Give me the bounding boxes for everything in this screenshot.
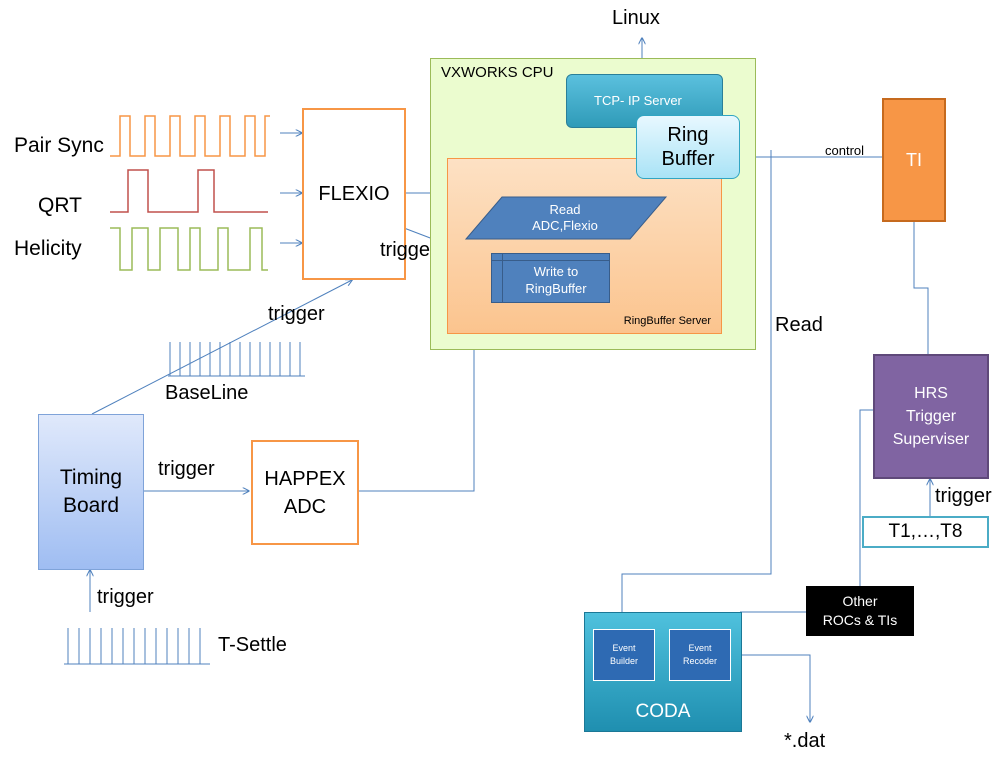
dat-label: *.dat <box>784 730 826 752</box>
ring-buffer-block: Ring Buffer <box>636 115 740 179</box>
t1-t8-block: T1,…,T8 <box>862 516 989 548</box>
hrs-label-2: Trigger <box>905 407 957 425</box>
event-builder-label-1: Event <box>612 643 636 654</box>
event-builder-label-2: Builder <box>609 656 638 666</box>
timing-flexio-trigger-label: trigger <box>268 303 325 325</box>
ti-label: TI <box>906 149 922 170</box>
other-rocs-block: Other ROCs & TIs <box>806 586 914 636</box>
t-settle-label: T-Settle <box>218 634 287 656</box>
event-builder-block: Event Builder <box>593 629 655 681</box>
coda-label: CODA <box>635 701 691 722</box>
qrt-label: QRT <box>38 194 82 217</box>
timing-board-block: Timing Board <box>38 414 144 570</box>
happex-label-1: HAPPEX <box>264 467 346 490</box>
read-label: Read <box>775 314 823 336</box>
ring-buffer-label-1: Ring <box>667 124 709 146</box>
pair-sync-waveform <box>110 115 270 157</box>
baseline-label: BaseLine <box>165 382 249 404</box>
ring-buffer-label-2: Buffer <box>661 148 715 170</box>
event-recoder-label-2: Recoder <box>682 656 718 666</box>
vxworks-label: VXWORKS CPU <box>441 64 554 81</box>
t1-t8-label: T1,…,T8 <box>888 521 963 542</box>
read-adc-shape <box>464 196 668 240</box>
hrs-label-1: HRS <box>914 384 948 402</box>
event-recoder-label-1: Event <box>688 643 712 654</box>
ti-block: TI <box>882 98 946 222</box>
read-adc-block: Read ADC,Flexio <box>500 199 630 237</box>
control-label: control <box>825 143 865 158</box>
happex-adc-block: HAPPEX ADC <box>251 440 359 545</box>
ringbuffer-server-block: RingBuffer Server <box>447 158 722 334</box>
flexio-label: FLEXIO <box>318 182 390 205</box>
hrs-label-3: Superviser <box>892 431 970 449</box>
other-rocs-label-2: ROCs & TIs <box>822 612 898 628</box>
pair-sync-label: Pair Sync <box>14 134 104 157</box>
other-rocs-label-1: Other <box>842 593 878 610</box>
helicity-waveform <box>110 227 268 271</box>
helicity-label: Helicity <box>14 237 82 260</box>
write-rb-label-1: Write to <box>533 264 579 280</box>
baseline-ticks <box>168 342 305 377</box>
write-rb-label-2: RingBuffer <box>525 281 587 296</box>
timing-board-label-2: Board <box>62 494 120 517</box>
timing-board-label-1: Timing <box>59 465 123 489</box>
hrs-trigger-label: trigger <box>935 485 992 507</box>
qrt-waveform <box>110 169 268 213</box>
happex-label-2: ADC <box>283 495 327 518</box>
ringbuffer-server-label: RingBuffer Server <box>623 315 711 327</box>
coda-block: Event Builder Event Recoder CODA <box>584 612 742 732</box>
read-adc-label-1: Read <box>549 201 581 217</box>
tcp-ip-server-label: TCP- IP Server <box>594 93 682 108</box>
t-settle-ticks <box>64 628 210 665</box>
event-recoder-block: Event Recoder <box>669 629 731 681</box>
flexio-trigger-label: trigger <box>380 239 437 261</box>
linux-label: Linux <box>612 7 660 29</box>
read-adc-label-2: ADC,Flexio <box>532 218 598 233</box>
write-ringbuffer-block: Write to RingBuffer <box>491 253 610 303</box>
flexio-block: FLEXIO <box>302 108 406 280</box>
hrs-trigger-superviser-block: HRS Trigger Superviser <box>873 354 989 479</box>
timing-happex-trigger-label: trigger <box>158 458 215 480</box>
t-settle-trigger-label: trigger <box>97 586 154 608</box>
